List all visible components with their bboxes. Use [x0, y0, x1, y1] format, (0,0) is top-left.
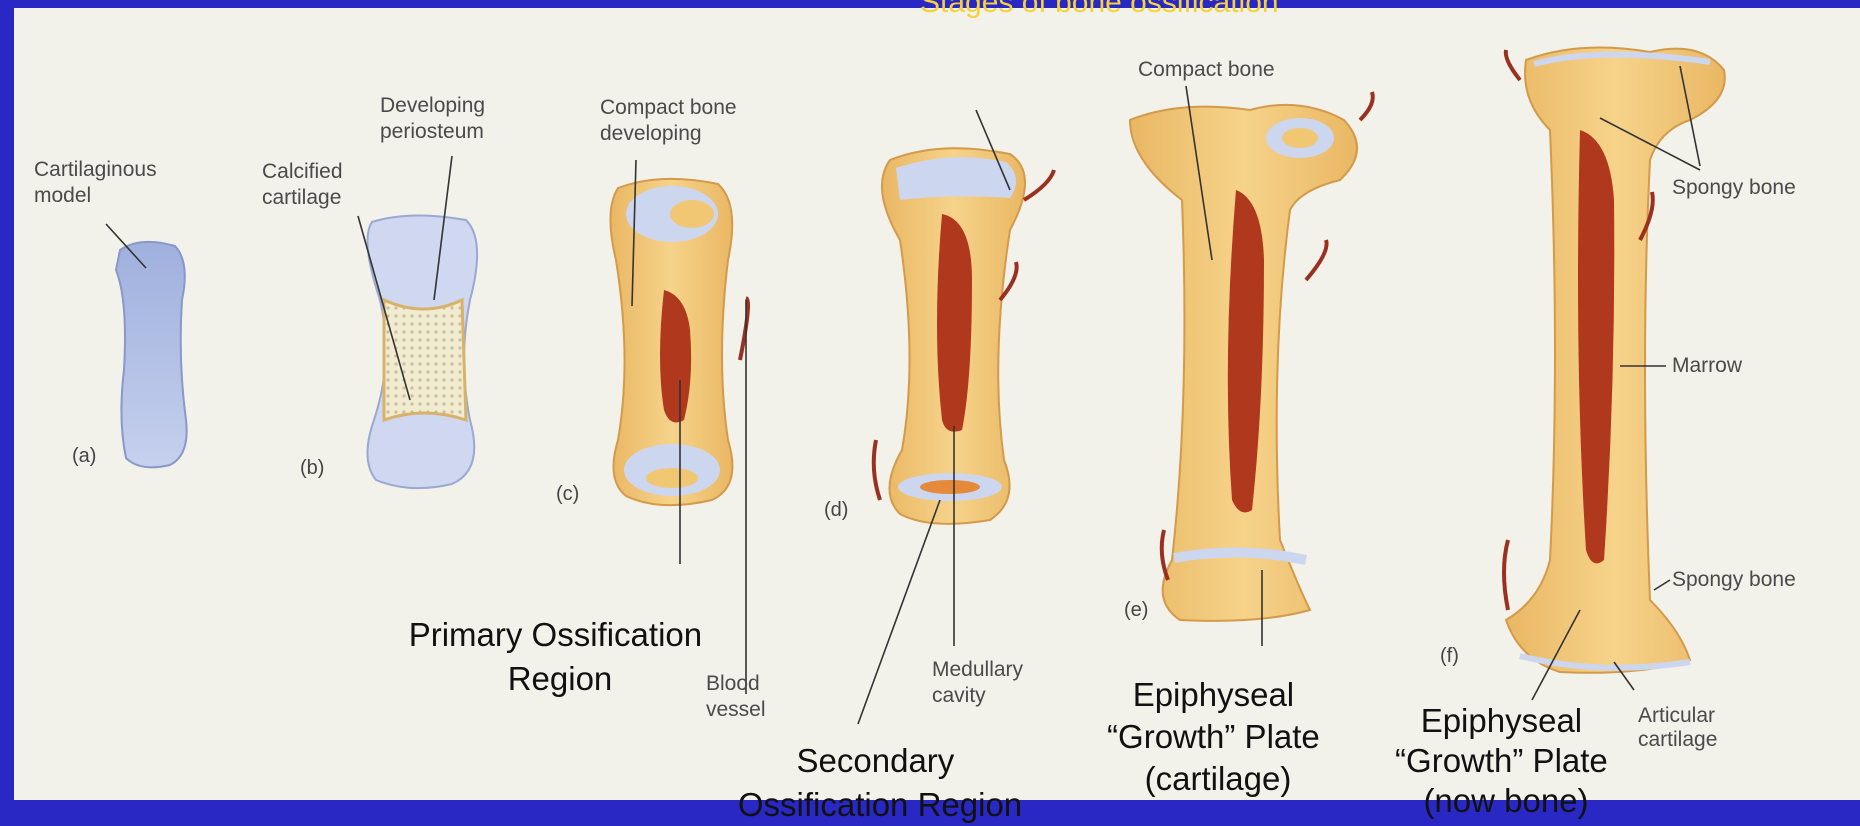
- stage-letter-a: (a): [72, 445, 96, 467]
- label-spongy-bone-top: Spongy bone: [1672, 176, 1796, 199]
- label-blood-vessel: Blood vessel: [706, 672, 766, 721]
- stage-letter-f: (f): [1440, 645, 1459, 667]
- bone-stage-d: [874, 148, 1054, 524]
- label-developing-periosteum: Developing periosteum: [380, 94, 491, 143]
- label-marrow: Marrow: [1672, 354, 1743, 377]
- label-calcified-cartilage: Calcified cartilage: [262, 160, 348, 209]
- label-compact-bone-developing: Compact bone developing: [600, 96, 742, 145]
- stage-letter-d: (d): [824, 499, 848, 521]
- stage-letter-e: (e): [1124, 599, 1148, 621]
- bone-stage-b: [367, 215, 477, 488]
- callout-growth-plate-bone: Epiphyseal “Growth” Plate (now bone): [1395, 702, 1617, 819]
- label-medullary-cavity: Medullary cavity: [932, 658, 1029, 707]
- callout-growth-plate-cartilage: Epiphyseal “Growth” Plate (cartilage): [1107, 676, 1329, 797]
- callout-primary-ossification: Primary Ossification Region: [409, 616, 712, 697]
- stage-letter-c: (c): [556, 483, 579, 505]
- label-articular-cartilage: Articular cartilage: [1638, 704, 1721, 751]
- bone-stage-e: [1130, 92, 1373, 621]
- label-compact-bone: Compact bone: [1138, 58, 1275, 81]
- callout-secondary-ossification: Secondary Ossification Region: [738, 742, 1022, 823]
- label-cartilaginous-model: Cartilaginous model: [34, 158, 162, 207]
- stage-letter-b: (b): [300, 457, 324, 479]
- label-spongy-bone-bottom: Spongy bone: [1672, 568, 1796, 591]
- bone-stage-a: [116, 242, 187, 468]
